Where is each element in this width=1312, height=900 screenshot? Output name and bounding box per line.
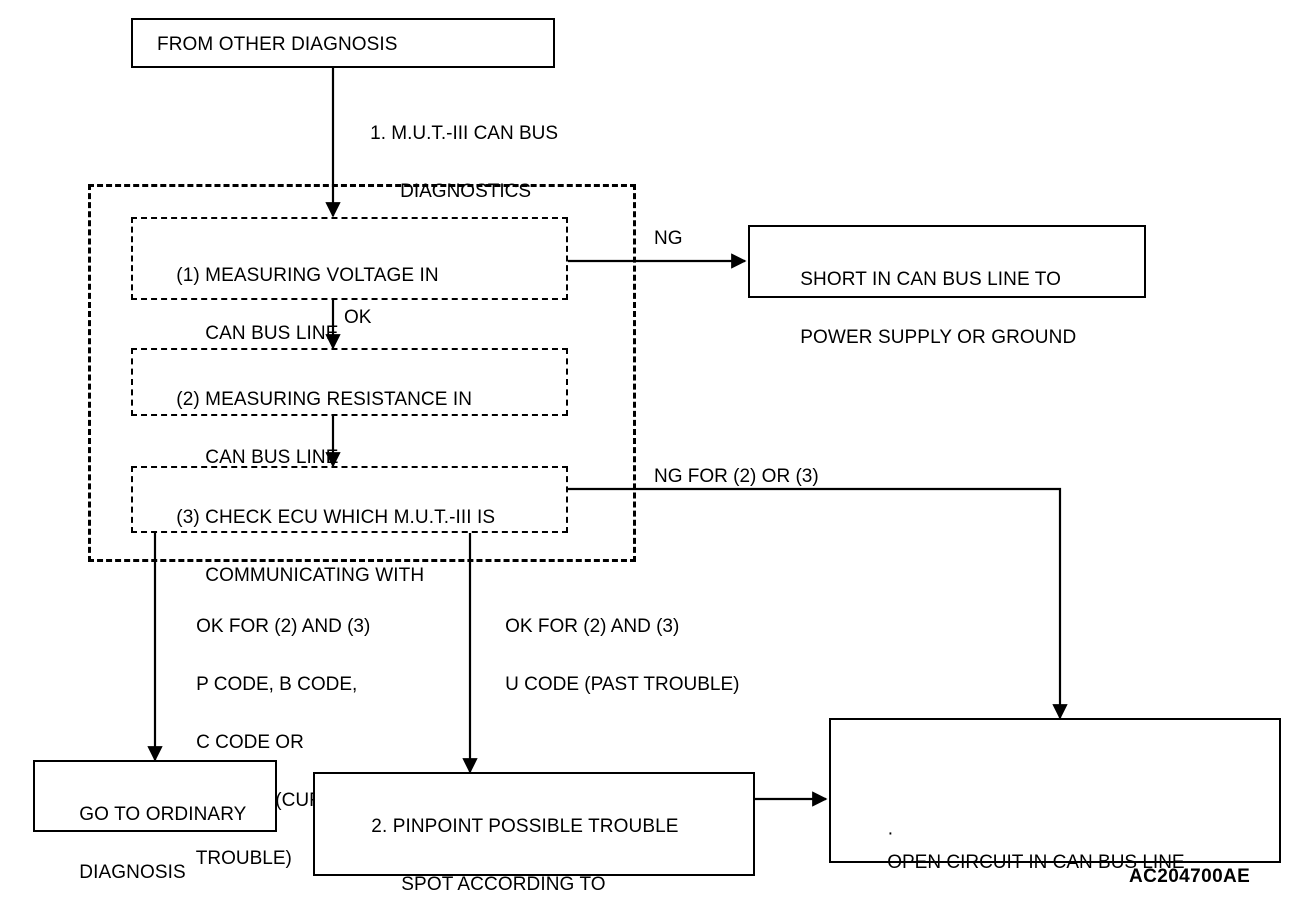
node-measuring-resistance-line2: CAN BUS LINE [205,447,339,468]
node-ordinary-line1: GO TO ORDINARY [79,804,247,825]
group-mut-diagnostics-boundary [88,184,636,562]
label-ok-middle-line1: OK FOR (2) AND (3) [505,616,680,637]
node-ordinary-line2: DIAGNOSIS [79,862,186,883]
node-failure-causes-list: · OPEN CIRCUIT IN CAN BUS LINE · BROKEN … [845,732,1198,900]
label-ng-for-2-or-3: NG FOR (2) OR (3) [654,466,819,487]
label-ok-middle-line2: U CODE (PAST TROUBLE) [505,674,740,695]
node-check-ecu: (3) CHECK ECU WHICH M.U.T.-III IS COMMUN… [131,466,568,586]
node-from-other-diagnosis-text: FROM OTHER DIAGNOSIS [157,34,398,55]
node-pinpoint-trouble-spot-text: 2. PINPOINT POSSIBLE TROUBLE SPOT ACCORD… [339,783,679,900]
node-short-in-can-bus-line: SHORT IN CAN BUS LINE TO POWER SUPPLY OR… [748,225,1146,348]
node-short-in-can-bus-line-text: SHORT IN CAN BUS LINE TO POWER SUPPLY OR… [768,236,1076,381]
node-measuring-resistance-text: (2) MEASURING RESISTANCE IN CAN BUS LINE [144,356,472,501]
label-ok-left-line1: OK FOR (2) AND (3) [196,616,371,637]
node-failure-causes: · OPEN CIRCUIT IN CAN BUS LINE · BROKEN … [829,718,1281,873]
node-check-ecu-line2: COMMUNICATING WITH [205,565,425,586]
label-ng-voltage: NG [654,228,683,249]
label-ok-voltage: OK [344,307,372,328]
node-pinpoint-line2: SPOT ACCORDING TO [401,874,606,895]
node-go-to-ordinary-diagnosis: GO TO ORDINARY DIAGNOSIS [33,760,277,883]
label-step-1-mut-can-bus-diagnostics: 1. M.U.T.-III CAN BUS DIAGNOSTICS [349,90,558,235]
node-short-line1: SHORT IN CAN BUS LINE TO [800,269,1062,290]
label-ok-middle-branch: OK FOR (2) AND (3) U CODE (PAST TROUBLE) [484,583,740,728]
node-measuring-resistance: (2) MEASURING RESISTANCE IN CAN BUS LINE [131,348,568,468]
node-measuring-voltage: (1) MEASURING VOLTAGE IN CAN BUS LINE [131,217,568,344]
node-measuring-voltage-text: (1) MEASURING VOLTAGE IN CAN BUS LINE [144,232,439,377]
label-ok-left-line3: C CODE OR [196,732,304,753]
node-check-ecu-text: (3) CHECK ECU WHICH M.U.T.-III IS COMMUN… [144,474,495,619]
failure-cause-item-1: · OPEN CIRCUIT IN CAN BUS LINE [845,790,1198,900]
node-measuring-resistance-line1: (2) MEASURING RESISTANCE IN [176,389,473,410]
label-step-1-line1: 1. M.U.T.-III CAN BUS [370,123,559,144]
node-measuring-voltage-line1: (1) MEASURING VOLTAGE IN [176,265,439,286]
label-ok-left-line5: TROUBLE) [195,848,292,869]
node-pinpoint-trouble-spot: 2. PINPOINT POSSIBLE TROUBLE SPOT ACCORD… [313,772,755,895]
node-check-ecu-line1: (3) CHECK ECU WHICH M.U.T.-III IS [176,507,496,528]
node-measuring-voltage-line2: CAN BUS LINE [205,323,339,344]
reference-code: AC204700AE [1129,866,1251,887]
node-short-line2: POWER SUPPLY OR GROUND [800,327,1077,348]
bullet-dot-icon: · [887,823,894,844]
node-pinpoint-line1: 2. PINPOINT POSSIBLE TROUBLE [371,816,679,837]
label-ok-left-line2: P CODE, B CODE, [196,674,358,695]
failure-cause-text-1: OPEN CIRCUIT IN CAN BUS LINE [887,852,1185,873]
node-from-other-diagnosis: FROM OTHER DIAGNOSIS [131,18,555,68]
node-go-to-ordinary-diagnosis-text: GO TO ORDINARY DIAGNOSIS [47,771,246,900]
